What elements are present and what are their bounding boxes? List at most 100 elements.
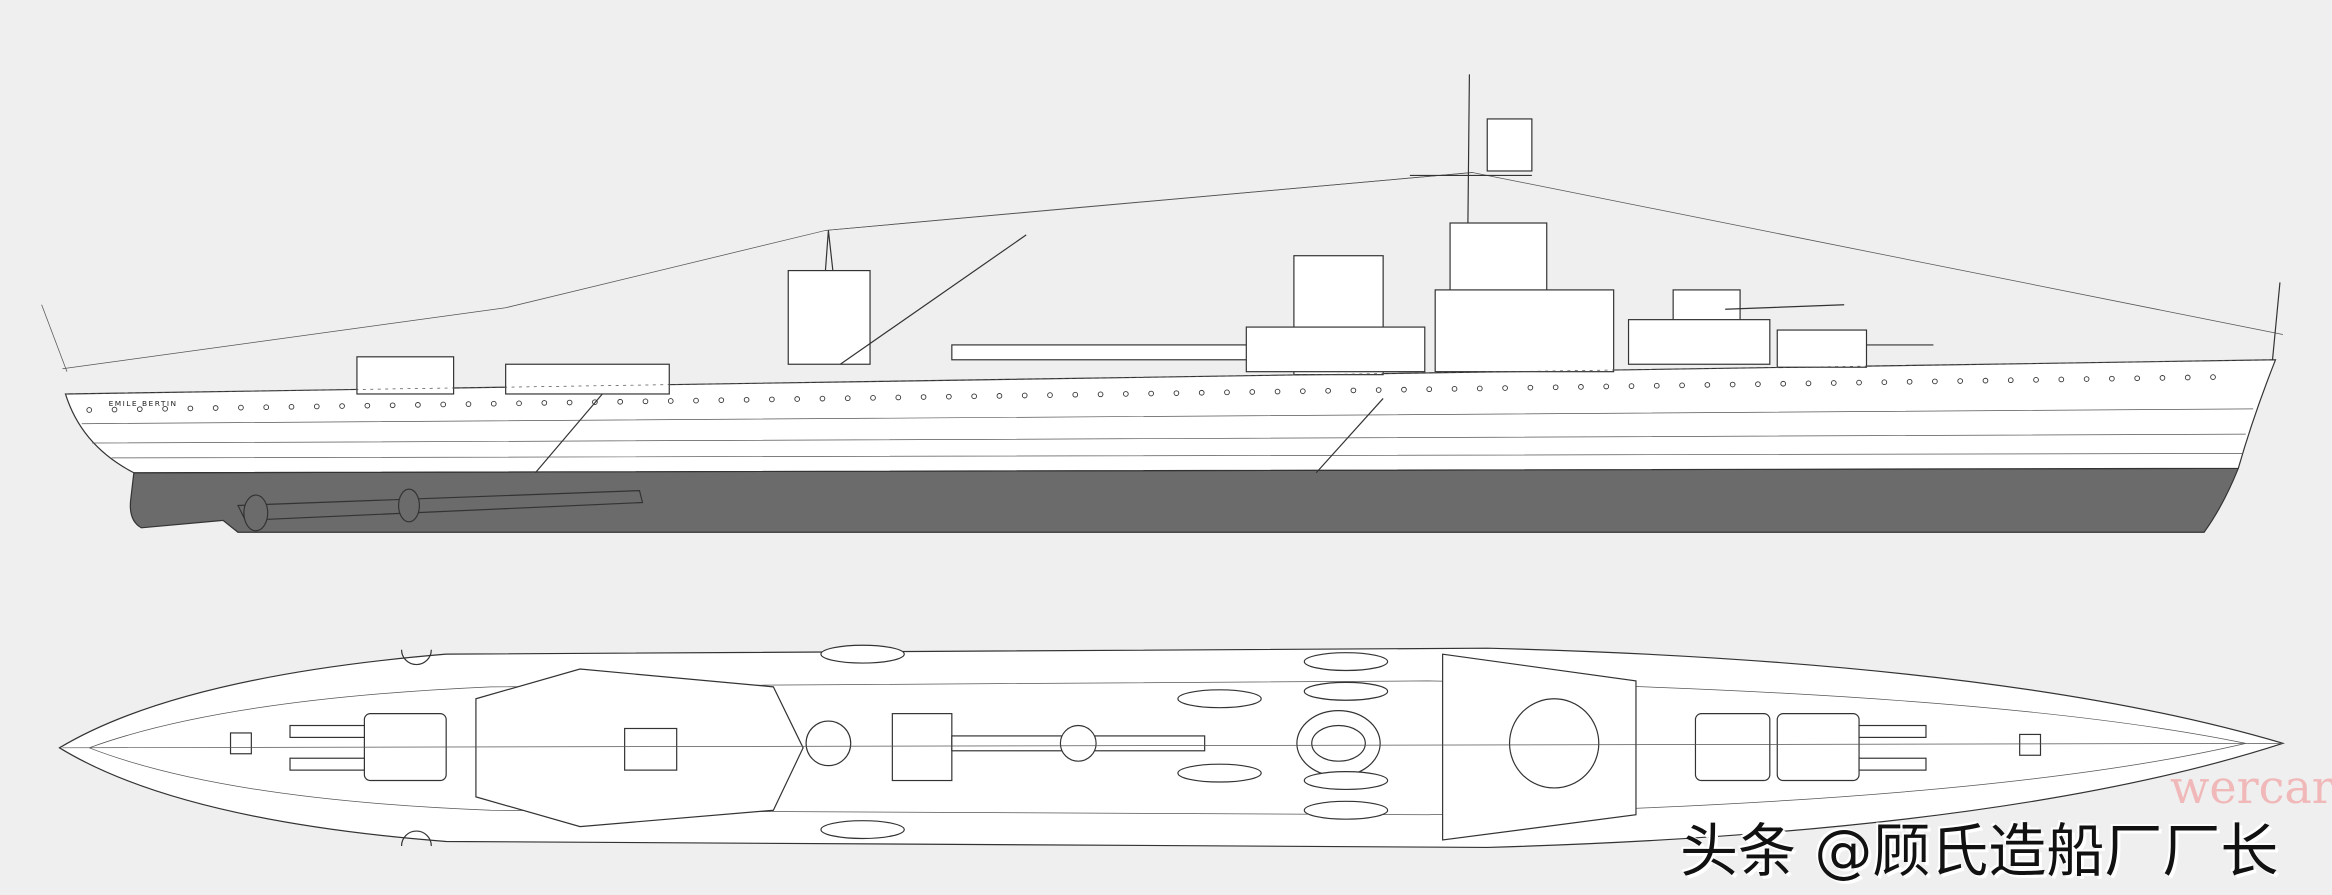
porthole — [1274, 388, 1281, 395]
porthole — [1704, 382, 1711, 388]
porthole — [1198, 389, 1205, 396]
porthole — [946, 393, 952, 400]
porthole — [566, 399, 573, 406]
porthole — [1072, 391, 1079, 398]
porthole — [1805, 380, 1812, 387]
porthole — [895, 394, 902, 401]
porthole — [2134, 375, 2140, 382]
porthole — [743, 396, 750, 403]
porthole — [1881, 379, 1888, 386]
lifeboat — [820, 820, 905, 840]
porthole — [2184, 374, 2191, 381]
porthole — [844, 395, 851, 402]
porthole — [1047, 392, 1053, 398]
porthole — [1148, 390, 1154, 397]
porthole — [1729, 381, 1736, 388]
porthole — [1123, 391, 1129, 397]
porthole — [2083, 376, 2090, 382]
porthole — [339, 403, 345, 409]
porthole — [920, 394, 927, 400]
porthole — [2210, 374, 2216, 380]
porthole — [819, 395, 826, 402]
porthole — [769, 396, 775, 403]
porthole — [1755, 381, 1761, 387]
porthole — [1224, 389, 1230, 396]
plan-view — [58, 644, 2285, 849]
lifeboat — [1177, 763, 1262, 783]
porthole — [1300, 388, 1306, 395]
porthole — [2033, 377, 2039, 383]
porthole — [1021, 392, 1028, 399]
porthole — [465, 401, 472, 407]
porthole — [1350, 387, 1357, 394]
porthole — [1628, 383, 1635, 389]
porthole — [667, 398, 674, 404]
porthole — [1653, 382, 1660, 389]
porthole — [1527, 384, 1534, 391]
porthole — [136, 406, 143, 413]
porthole — [1830, 380, 1837, 386]
porthole — [1552, 384, 1559, 391]
porthole — [1426, 386, 1433, 393]
porthole — [263, 404, 270, 411]
porthole — [642, 398, 649, 405]
porthole — [1957, 378, 1964, 384]
porthole — [2058, 376, 2065, 383]
porthole — [870, 395, 876, 401]
porthole — [440, 401, 447, 408]
lifeboat — [1303, 652, 1389, 672]
porthole — [1982, 377, 1989, 384]
porthole — [516, 400, 522, 407]
porthole — [1249, 389, 1256, 395]
porthole — [86, 407, 93, 413]
portholes — [86, 374, 2216, 413]
porthole — [288, 404, 295, 410]
porthole — [111, 406, 118, 413]
lifeboat — [1177, 689, 1262, 709]
porthole — [971, 393, 977, 400]
porthole — [1932, 378, 1938, 385]
porthole — [1325, 387, 1331, 394]
porthole — [996, 393, 1003, 399]
porthole — [1679, 382, 1685, 389]
porthole — [238, 404, 244, 411]
porthole — [1401, 386, 1407, 393]
lifeboat — [820, 644, 905, 664]
porthole — [1603, 383, 1610, 390]
hull-name: EMILE BERTIN — [109, 399, 178, 408]
lifeboat — [1303, 800, 1389, 820]
porthole — [1173, 390, 1180, 396]
porthole — [1375, 387, 1382, 393]
porthole — [2109, 375, 2115, 382]
porthole — [2159, 375, 2166, 381]
porthole — [718, 397, 725, 404]
porthole — [1856, 379, 1862, 386]
porthole — [389, 402, 396, 409]
porthole — [1476, 385, 1483, 392]
porthole — [1097, 391, 1104, 398]
porthole — [1906, 378, 1913, 385]
porthole — [1780, 380, 1787, 387]
porthole — [617, 398, 624, 405]
porthole — [364, 402, 371, 409]
porthole — [794, 396, 800, 402]
lifeboat — [1303, 681, 1389, 701]
porthole — [162, 405, 168, 412]
watermark-secondary: wercar — [2170, 760, 2332, 814]
porthole — [187, 405, 194, 412]
underwater-hull — [129, 467, 2240, 533]
lifeboat — [1303, 771, 1389, 791]
porthole — [490, 400, 497, 407]
porthole — [1451, 386, 1458, 392]
porthole — [541, 400, 548, 406]
porthole — [212, 405, 219, 411]
side-profile: EMILE BERTIN — [41, 74, 2283, 533]
porthole — [693, 397, 699, 404]
porthole — [415, 402, 421, 408]
porthole — [1502, 385, 1508, 391]
porthole — [313, 403, 320, 410]
porthole — [2007, 377, 2014, 384]
porthole — [1578, 384, 1584, 390]
